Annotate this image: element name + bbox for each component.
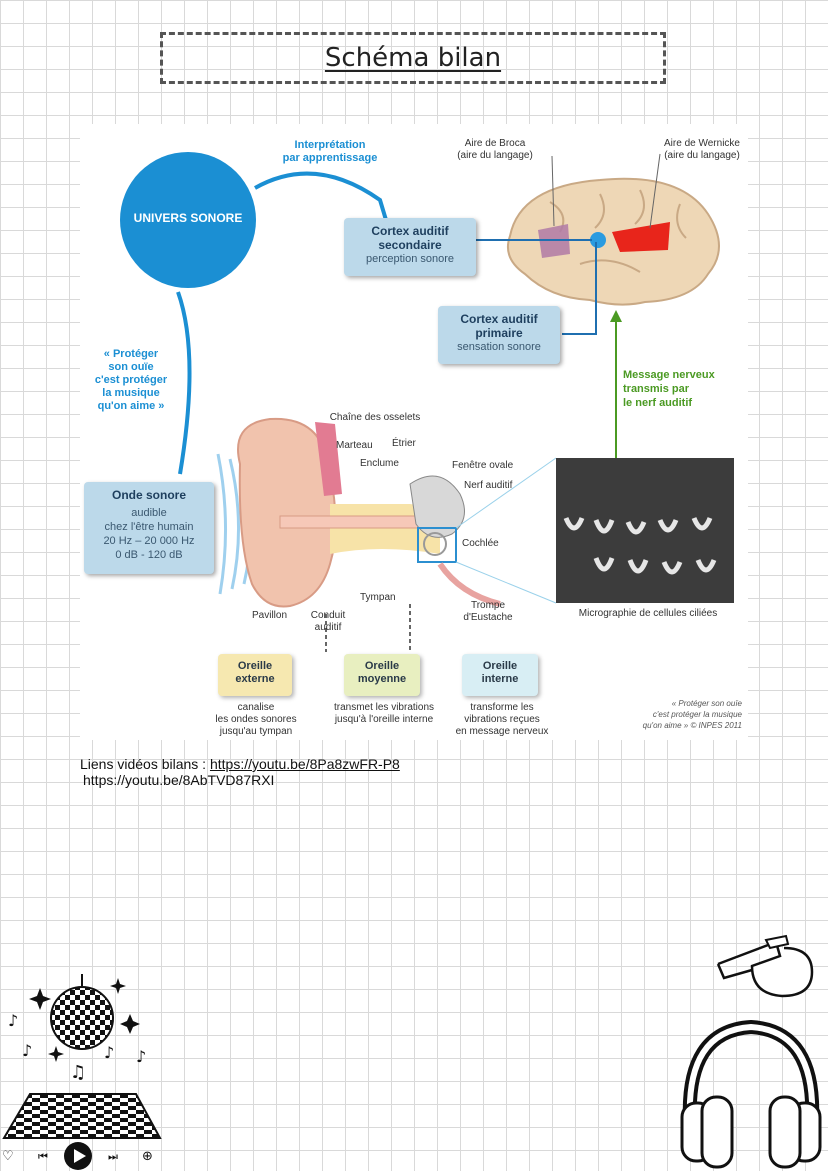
video-link-2[interactable]: https://youtu.be/8AbTVD87RXI	[83, 772, 275, 788]
etrier-label: Étrier	[392, 438, 416, 449]
broca-pointer	[551, 155, 555, 227]
chaine-label: Chaîne des osselets	[329, 412, 421, 423]
onde-sonore-box: Onde sonore audible chez l'être humain 2…	[84, 482, 214, 574]
zoom-line-top	[455, 457, 557, 529]
hair-cells	[556, 458, 734, 603]
protection-arc	[176, 291, 192, 475]
video-link-1[interactable]: https://youtu.be/8Pa8zwFR-P8	[209, 756, 400, 772]
svg-text:♪: ♪	[104, 1043, 114, 1062]
nerf-label: Nerf auditif	[464, 480, 513, 491]
interpretation-arc	[254, 171, 388, 221]
wernicke-label: Aire de Wernicke(aire du langage)	[664, 138, 740, 161]
micrograph-image	[556, 458, 734, 603]
pinna	[237, 417, 337, 608]
brain-shape	[506, 177, 720, 306]
primary-link	[562, 242, 597, 335]
disco-decoration: ♪ ♪ ♫ ♪ ♪ ♡ ⏮ ⏭ ⊕	[2, 974, 162, 1170]
svg-text:♪: ♪	[136, 1047, 146, 1066]
auditory-cortex-spot	[590, 232, 606, 248]
brain-folds	[549, 189, 687, 273]
univers-label: UNIVERS SONORE	[133, 211, 243, 225]
svg-text:♪: ♪	[8, 1011, 18, 1030]
wernicke-pointer	[649, 153, 661, 229]
cochlea-highlight	[417, 527, 457, 563]
sparkle-icon-4	[48, 1046, 64, 1062]
cochlea-shape	[423, 532, 447, 556]
tympan-label: Tympan	[360, 592, 396, 603]
wernicke-area	[612, 222, 670, 252]
whistle-icon	[716, 934, 814, 998]
pavillon-label: Pavillon	[252, 610, 288, 621]
title-box: Schéma bilan	[160, 32, 666, 84]
marteau-label: Marteau	[336, 440, 373, 451]
next-icon: ⏭	[108, 1150, 118, 1163]
previous-icon: ⏮	[38, 1150, 48, 1163]
fenetre-label: Fenêtre ovale	[452, 460, 514, 471]
eustachian-tube	[437, 562, 501, 607]
sparkle-icon-2	[110, 978, 126, 994]
heart-icon: ♡	[2, 1149, 14, 1164]
video-links: Liens vidéos bilans : https://youtu.be/8…	[80, 756, 400, 788]
links-label: Liens vidéos bilans :	[80, 756, 210, 772]
ear-canal	[279, 515, 421, 529]
cochlee-label: Cochlée	[462, 538, 499, 549]
sparkle-icon-3	[120, 1014, 140, 1034]
dance-floor	[2, 1093, 162, 1139]
micrographie-label: Micrographie de cellules ciliées	[578, 608, 718, 619]
add-icon: ⊕	[142, 1149, 153, 1164]
broca-label: Aire de Broca(aire du langage)	[457, 138, 533, 161]
zoom-line-bottom	[455, 561, 557, 604]
green-arrow-head	[610, 310, 622, 322]
univers-circle	[120, 152, 256, 288]
headphones-icon	[680, 1019, 822, 1169]
ear-tissue	[315, 422, 342, 496]
svg-text:♪: ♪	[22, 1041, 32, 1060]
enclume-label: Enclume	[360, 458, 399, 469]
svg-text:♫: ♫	[70, 1062, 86, 1083]
page-title: Schéma bilan	[324, 43, 502, 73]
sparkle-icon	[29, 988, 51, 1010]
diagram-drawing	[120, 152, 720, 652]
disco-ball-icon	[50, 986, 114, 1050]
